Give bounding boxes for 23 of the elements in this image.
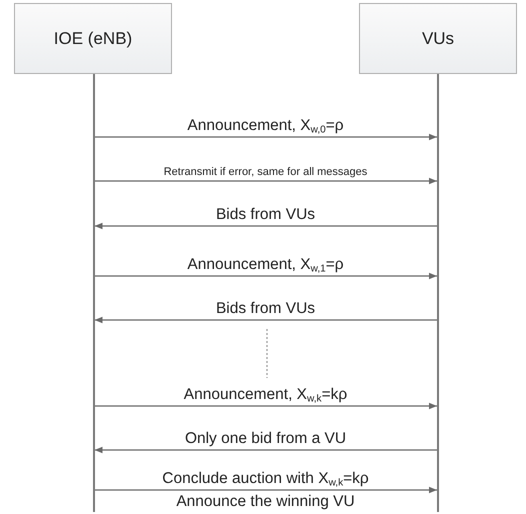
message-label: Announce the winning VU xyxy=(175,494,356,510)
message-label: Announcement, X$_{w,1}$=ρ xyxy=(186,257,345,272)
message-arrow xyxy=(94,446,437,454)
participant-name: VUs xyxy=(422,28,454,48)
message-label: Announcement, X$_{w,k}$=kρ xyxy=(182,387,348,402)
message-label: Conclude auction with X$_{w,k}$=kρ xyxy=(161,471,370,486)
participant-box xyxy=(14,3,172,74)
message-arrow xyxy=(94,316,437,324)
lifeline xyxy=(437,74,438,512)
message-arrow xyxy=(94,486,437,494)
message-label: Announcement, X$_{w,0}$=ρ xyxy=(186,118,345,134)
message-arrow xyxy=(94,178,437,184)
message-label: Bids from VUs xyxy=(214,207,316,222)
participant-name: IOE (eNB) xyxy=(54,28,132,48)
message-arrow xyxy=(94,402,437,410)
message-label: Bids from VUs xyxy=(214,301,316,316)
message-arrow xyxy=(94,272,437,280)
lifeline xyxy=(93,74,94,512)
participant-box xyxy=(359,3,517,74)
message-label: Retransmit if error, same for all messages xyxy=(162,167,368,178)
message-arrow xyxy=(94,222,437,230)
message-arrow xyxy=(94,134,437,140)
message-label: Only one bid from a VU xyxy=(184,431,348,446)
